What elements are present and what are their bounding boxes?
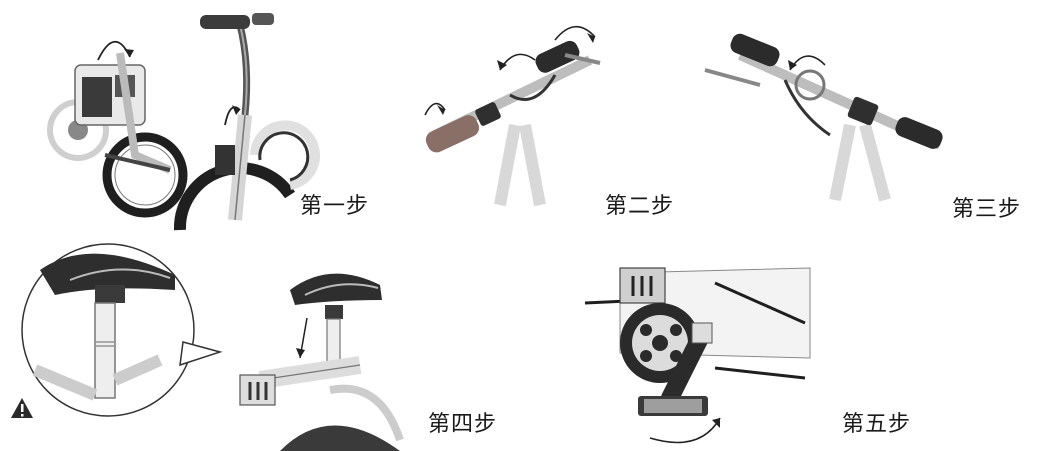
step-1-illustration xyxy=(47,13,320,231)
step-4-illustration xyxy=(11,243,404,451)
step-1-label: 第一步 xyxy=(300,194,370,219)
step-4-label: 第四步 xyxy=(428,412,498,437)
step-3-label: 第三步 xyxy=(952,197,1022,222)
step-3-illustration xyxy=(704,33,943,202)
step-3-panel: 第三步 xyxy=(700,25,1039,230)
step-5-panel: 第五步 xyxy=(580,248,1039,451)
step-5-illustration xyxy=(584,267,811,444)
warning-icon xyxy=(11,398,33,418)
step-2-illustration xyxy=(424,25,601,207)
step-5-label: 第五步 xyxy=(842,412,912,437)
step-1-panel: 第一步 xyxy=(47,5,370,231)
step-2-label: 第二步 xyxy=(605,194,675,219)
step-4-panel: 第四步 xyxy=(0,230,520,451)
step-2-panel: 第二步 xyxy=(415,15,715,230)
